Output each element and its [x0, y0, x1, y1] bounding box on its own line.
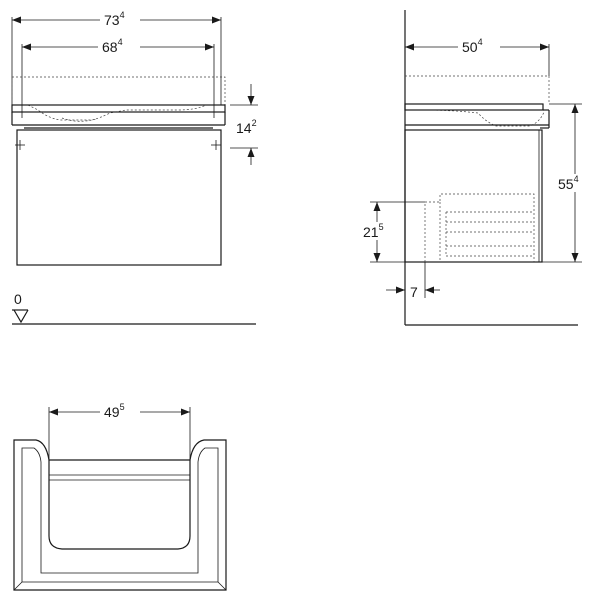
fixing-markers	[15, 140, 221, 150]
dim-depth-label: 504	[462, 37, 483, 55]
dim-offset-label: 7	[410, 284, 418, 300]
side-drawer-outline	[424, 193, 535, 262]
dim-drawer-height: 215	[360, 201, 425, 263]
front-worktop	[11, 104, 226, 113]
front-view: 734 684	[11, 9, 258, 325]
dim-overall-width: 734	[11, 9, 222, 105]
dim-height-label: 554	[558, 174, 579, 192]
dim-depth: 504	[405, 37, 550, 76]
top-view: 495	[13, 402, 227, 591]
side-worktop	[404, 103, 544, 111]
front-cabinet	[16, 129, 222, 266]
floor-reference: 0	[12, 291, 256, 325]
dim-height: 554	[542, 103, 592, 263]
floor-marker-label: 0	[14, 291, 22, 307]
top-drawer-tray	[48, 460, 191, 550]
dim-inner-width: 684	[21, 37, 215, 118]
side-cabinet	[404, 129, 543, 263]
top-cabinet-outline	[13, 439, 227, 591]
dim-worktop-height-label: 142	[236, 118, 257, 136]
dim-drawer-width-label: 495	[104, 402, 125, 420]
side-view: 504	[360, 10, 592, 326]
dim-inner-width-label: 684	[102, 37, 123, 55]
dim-offset: 7	[386, 262, 440, 300]
dim-overall-width-label: 734	[104, 10, 125, 28]
dim-worktop-height: 142	[230, 84, 258, 165]
dim-drawer-height-label: 215	[363, 222, 384, 240]
dim-drawer-width: 495	[48, 402, 191, 460]
